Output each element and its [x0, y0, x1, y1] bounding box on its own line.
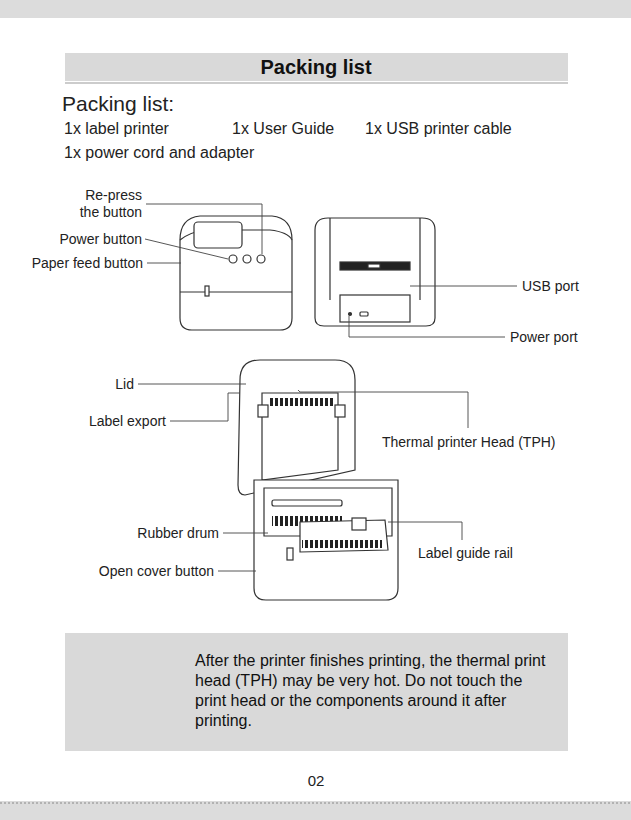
part-label: Label guide rail — [418, 545, 513, 562]
list-item: 1x label printer — [64, 119, 169, 138]
part-label: Open cover button — [99, 563, 214, 580]
part-label: Lid — [115, 376, 134, 393]
part-label: Power port — [510, 329, 578, 346]
list-item: 1x User Guide — [232, 119, 334, 138]
list-item: 1x power cord and adapter — [64, 143, 254, 162]
part-label: Re-press the button — [62, 187, 142, 221]
warning-box: After the printer finishes printing, the… — [65, 633, 568, 751]
list-item: 1x USB printer cable — [365, 119, 512, 138]
section-title: Packing list — [260, 56, 371, 79]
part-label: Rubber drum — [137, 525, 219, 542]
part-label: USB port — [522, 278, 579, 295]
part-label: Thermal printer Head (TPH) — [382, 434, 556, 451]
page-number: 02 — [308, 772, 325, 790]
warning-text: After the printer finishes printing, the… — [195, 651, 554, 731]
part-label: Label export — [89, 413, 166, 430]
part-label: Power button — [60, 231, 143, 248]
part-label: Paper feed button — [32, 255, 143, 272]
list-heading: Packing list: — [62, 92, 174, 116]
